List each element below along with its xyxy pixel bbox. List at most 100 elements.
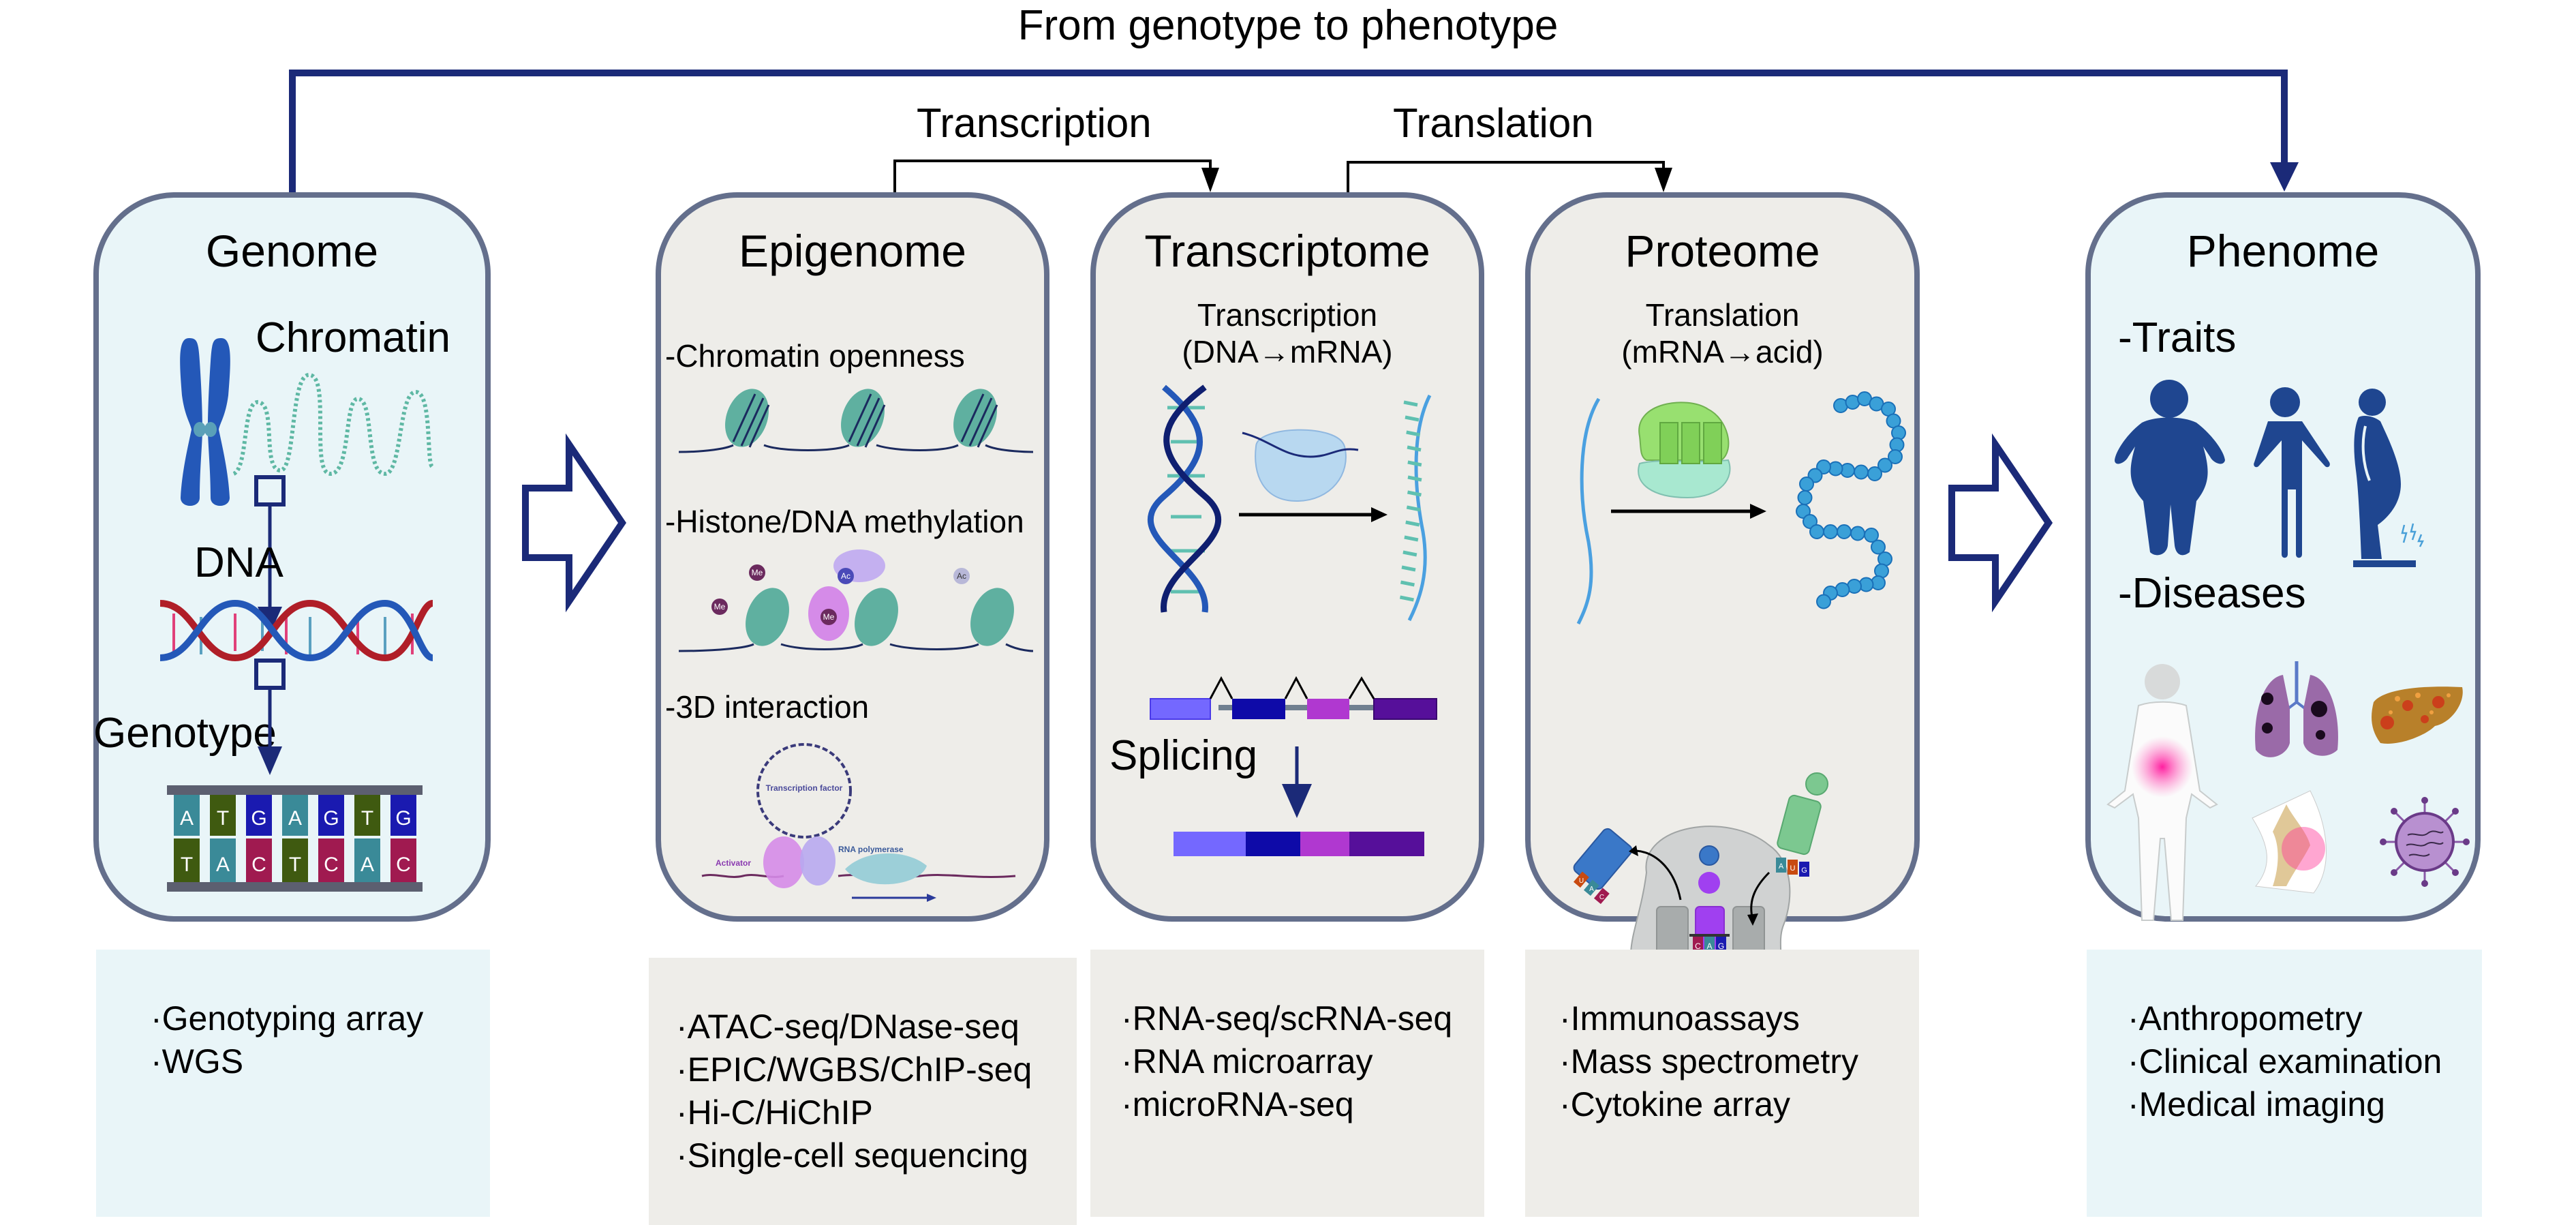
- amino-acid-bead: [1837, 524, 1852, 539]
- mrna-tick: [1407, 445, 1422, 452]
- ribosome-icon: [1638, 402, 1731, 499]
- base-letter: G: [251, 807, 266, 830]
- connector-arrowhead-icon: [2270, 162, 2299, 192]
- method-item: ·microRNA-seq: [1121, 1085, 1354, 1123]
- amino-acid-bead: [1888, 449, 1903, 464]
- amino-acid-bead: [1799, 477, 1814, 491]
- methods-genome: ·Genotyping array·WGS: [96, 950, 490, 1217]
- amino-acid-bead: [1854, 464, 1869, 480]
- hollow-arrow-icon: [522, 433, 627, 613]
- method-item: ·Cytokine array: [1559, 1085, 1790, 1123]
- method-item: ·Anthropometry: [2128, 999, 2363, 1038]
- method-item: ·WGS: [151, 1042, 244, 1080]
- diseases-label: -Diseases: [2118, 570, 2306, 617]
- stage-title: Transcriptome: [1144, 226, 1430, 276]
- method-item: ·Clinical examination: [2128, 1042, 2442, 1080]
- polymerase-label: RNA polymerase: [838, 845, 904, 854]
- anticodon-tile: [1788, 860, 1798, 875]
- mrna-tick: [1403, 400, 1418, 407]
- translation-arrowhead-icon: [1655, 168, 1672, 192]
- diagram-title: From genotype to phenotype: [1017, 2, 1559, 49]
- mrna-strand-icon: [1576, 397, 1601, 625]
- connector-line: [289, 70, 2288, 192]
- mark-label: Me: [823, 612, 835, 622]
- stage-title: Genome: [205, 226, 379, 276]
- mark-label: Ac: [957, 571, 966, 581]
- method-item: ·Hi-C/HiChIP: [676, 1093, 873, 1132]
- amino-acid-bead: [1871, 539, 1886, 555]
- backbone-bar: [167, 785, 423, 795]
- mrna-tick: [1406, 505, 1421, 512]
- base-letter: T: [217, 807, 229, 830]
- methods-epigenome: ·ATAC-seq/DNase-seq·EPIC/WGBS/ChIP-seq·H…: [649, 958, 1077, 1225]
- anticodon-tile: [1583, 879, 1599, 896]
- dna-helix-icon: [159, 599, 434, 662]
- chromatin-loop-icon: Transcription factor Activator RNA polym…: [701, 743, 1016, 902]
- method-item: ·Mass spectrometry: [1559, 1042, 1858, 1080]
- stage-transcriptome: Transcriptome Transcription (DNA→mRNA) S…: [1090, 192, 1484, 922]
- base-letter: A: [180, 807, 194, 830]
- anticodon-tile: [1593, 888, 1610, 905]
- translation-label: Translation: [1393, 100, 1594, 146]
- base-letter: T: [289, 853, 301, 876]
- stage-phenome: Phenome -Traits -Diseases: [2085, 192, 2481, 922]
- zoom-arrow-icon: [254, 475, 286, 634]
- mark-label: Me: [752, 568, 763, 577]
- anticodon-letter: A: [1706, 941, 1712, 951]
- base-tile: [246, 838, 272, 882]
- translation-arrow-icon: [1611, 504, 1766, 519]
- stage-title: Phenome: [2186, 226, 2380, 276]
- amino-acid-bead: [1864, 528, 1879, 543]
- anticodon-letter: C: [1695, 941, 1701, 951]
- stage-proteome: Proteome Translation (mRNA→acid) GUGCACA…: [1525, 192, 1920, 1007]
- stage-title: Proteome: [1625, 226, 1820, 276]
- activator-label: Activator: [716, 858, 751, 868]
- base-letter: G: [395, 807, 411, 830]
- base-letter: C: [251, 853, 266, 876]
- amino-acid-bead: [1809, 524, 1824, 539]
- base-tile: [390, 795, 416, 836]
- method-item: ·Single-cell sequencing: [676, 1136, 1028, 1175]
- dna-double-helix-icon: [1147, 384, 1222, 613]
- method-item: ·Immunoassays: [1559, 999, 1800, 1038]
- method-item: ·EPIC/WGBS/ChIP-seq: [676, 1050, 1032, 1089]
- mrna-tick: [1405, 415, 1420, 422]
- dna-label: DNA: [194, 539, 283, 586]
- mrna-tick: [1407, 490, 1422, 497]
- base-letter: T: [361, 807, 373, 830]
- base-tile: [282, 838, 308, 882]
- mrna-tick: [1405, 520, 1420, 527]
- base-letter: A: [288, 807, 302, 830]
- mrna-tick: [1399, 595, 1414, 602]
- base-letter: A: [216, 853, 230, 876]
- transcription-arrow-icon: [1239, 507, 1387, 522]
- translation-process-label: Translation: [1645, 297, 1800, 333]
- stage-epigenome: Epigenome -Chromatin openness -Histone/D…: [656, 192, 1049, 922]
- transcription-process-label: Transcription: [1197, 297, 1378, 333]
- mrna-tick: [1402, 550, 1417, 557]
- anticodon-letter: U: [1579, 877, 1584, 885]
- anticodon-letter: A: [1589, 886, 1594, 893]
- methods-transcriptome: ·RNA-seq/scRNA-seq ·RNA microarray ·microR…: [1090, 950, 1484, 1217]
- base-letter: C: [396, 853, 411, 876]
- amino-acid-bead: [1823, 524, 1838, 539]
- stage-title: Epigenome: [739, 226, 966, 276]
- method-item: ·RNA-seq/scRNA-seq: [1121, 999, 1453, 1038]
- anticodon-letter: G: [1801, 866, 1807, 875]
- anticodon-tile: [1716, 937, 1726, 953]
- anticodon-tile: [1704, 937, 1715, 953]
- mark-label: Ac: [841, 571, 850, 581]
- base-tile: [246, 795, 272, 836]
- rna-polymerase-icon: [1242, 429, 1359, 502]
- epigenome-item: -3D interaction: [665, 689, 870, 725]
- method-item: ·RNA microarray: [1121, 1042, 1373, 1080]
- amino-acid-bead: [1850, 526, 1865, 541]
- base-tile: [174, 795, 200, 836]
- genotype-arrow-icon: [254, 659, 286, 775]
- hollow-arrow-icon: [1948, 433, 2053, 613]
- method-item: ·Medical imaging: [2128, 1085, 2385, 1123]
- chromatin-label: Chromatin: [256, 314, 450, 361]
- epigenome-item: -Histone/DNA methylation: [665, 504, 1024, 539]
